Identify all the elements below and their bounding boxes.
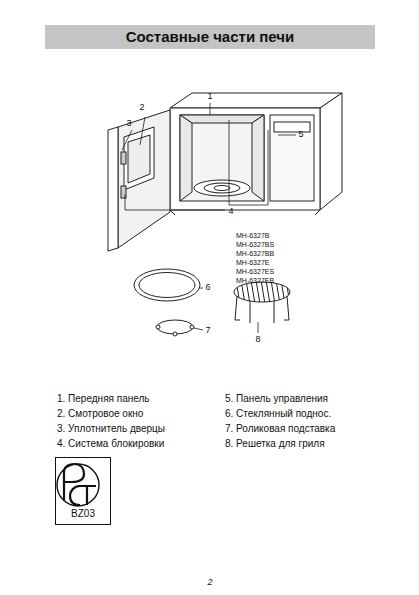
part-list-item: 8. Решетка для гриля: [225, 438, 325, 449]
grill-rack: [234, 280, 290, 323]
microwave-body-part: [315, 210, 320, 215]
roller-ring-part: [156, 325, 160, 329]
microwave-body-part: [180, 115, 264, 201]
microwave-body-part: [180, 115, 192, 201]
model-name: MH-6327BB: [236, 250, 274, 258]
microwave-body-part: [204, 183, 240, 193]
page-title: Составные части печи: [126, 29, 295, 46]
microwave-body-part: [194, 180, 250, 196]
callout-number: 1: [207, 92, 212, 102]
leader-lines-part: [194, 328, 203, 330]
part-list-item: 6. Стеклянный поднос.: [225, 408, 331, 419]
microwave-body-part: [270, 115, 314, 201]
leader-lines-part: [210, 103, 211, 115]
grill-rack-part: [274, 301, 275, 323]
microwave-door: [108, 110, 170, 251]
certificate-code: BZ03: [56, 508, 110, 519]
roller-ring-part: [190, 325, 194, 329]
microwave-body-part: [320, 93, 342, 210]
leader-lines-part: [278, 135, 296, 136]
leader-lines-part: [140, 117, 145, 145]
leader-lines-part: [122, 130, 132, 150]
model-name: MH-6327B: [236, 232, 269, 240]
part-list-item: 2. Смотровое окно: [57, 408, 143, 419]
microwave-door-part: [121, 152, 126, 164]
model-name: MH-6327ES: [236, 268, 274, 276]
rack-bar: [286, 280, 290, 304]
roller-ring-part: [173, 332, 177, 336]
certification-mark-part: [70, 486, 80, 505]
callout-number: 7: [205, 326, 210, 336]
certification-mark-part: [64, 464, 84, 500]
part-list-item: 3. Уплотнитель дверцы: [57, 423, 165, 434]
microwave-body-part: [170, 93, 342, 108]
callout-number: 5: [298, 130, 303, 140]
model-name: MH-6327E: [236, 259, 269, 267]
grill-rack-part: [284, 296, 289, 320]
microwave-body-part: [180, 115, 264, 123]
leader-lines-part: [229, 120, 230, 205]
grill-rack-part: [235, 296, 240, 320]
model-name: MH-6327EB: [236, 277, 274, 285]
microwave-door-part: [108, 127, 118, 251]
glass-tray: [134, 269, 200, 301]
microwave-body-part: [274, 122, 310, 132]
callout-number: 2: [139, 103, 144, 113]
grill-rack-part: [234, 282, 290, 302]
certification-mark-part: [57, 464, 99, 506]
roller-ring: [156, 320, 194, 336]
leader-lines-part: [258, 322, 259, 333]
microwave-body: [170, 93, 342, 215]
part-list-item: 1. Передняя панель: [57, 393, 150, 404]
glass-tray-part: [139, 273, 195, 298]
page-number: 2: [207, 578, 212, 588]
leader-lines-part: [125, 194, 225, 210]
glass-tray-part: [134, 269, 200, 301]
leader-lines-part: [229, 130, 268, 205]
callout-number: 4: [228, 207, 233, 217]
certificate-box: BZ03: [55, 457, 111, 525]
leader-lines: [122, 103, 296, 333]
grill-rack-part: [250, 301, 251, 323]
model-name: MH-6327BS: [236, 241, 274, 249]
certification-mark-part: [78, 486, 96, 505]
part-list-item: 4. Система блокировки: [57, 438, 164, 449]
part-list-item: 7. Роликовая подставка: [225, 423, 335, 434]
rack-bar: [281, 280, 285, 304]
microwave-body-part: [170, 108, 320, 210]
callout-number: 8: [255, 335, 260, 345]
microwave-body-part: [252, 115, 264, 201]
microwave-body-part: [214, 186, 230, 191]
certification-mark: [57, 464, 99, 506]
part-list-item: 5. Панель управления: [225, 393, 328, 404]
callout-number: 3: [126, 119, 131, 129]
microwave-door-part: [118, 110, 170, 248]
microwave-body-part: [170, 210, 175, 215]
microwave-door-part: [128, 135, 150, 183]
callout-number: 6: [205, 283, 210, 293]
